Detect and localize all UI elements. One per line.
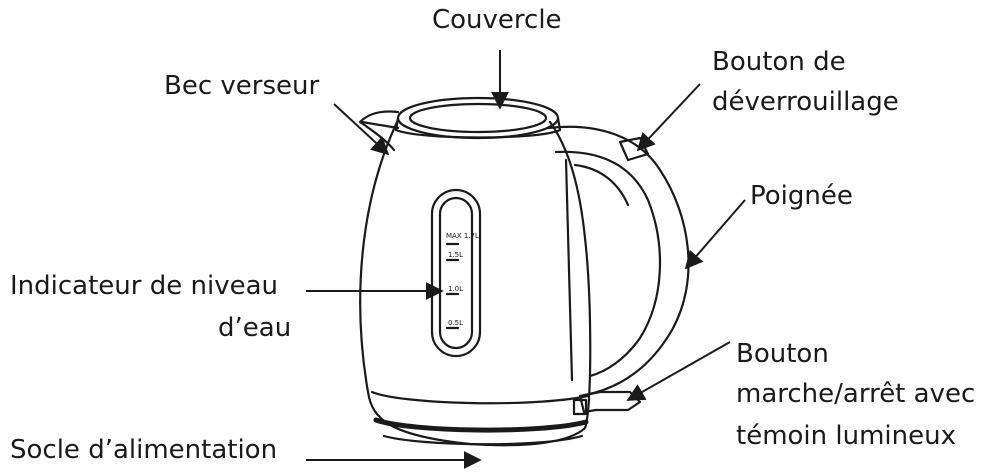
label-level-2: d’eau [218, 313, 292, 343]
gauge-mark-2: 1.0L [448, 285, 463, 293]
label-power-2: marche/arrêt avec [736, 379, 976, 409]
label-power-1: Bouton [736, 339, 829, 369]
label-level-1: Indicateur de niveau [10, 271, 278, 301]
arrow-power [626, 341, 731, 401]
label-power-3: témoin lumineux [736, 421, 956, 451]
label-base: Socle d’alimentation [10, 435, 278, 465]
gauge-mark-3: 0.5L [448, 319, 463, 327]
label-lid: Couvercle [432, 5, 562, 35]
label-release-2: déverrouillage [712, 87, 899, 117]
arrow-spout [333, 103, 390, 156]
label-release-1: Bouton de [712, 47, 846, 77]
kettle-handle [546, 125, 690, 397]
label-spout: Bec verseur [164, 71, 320, 101]
label-handle: Poignée [750, 181, 853, 211]
water-level-window [430, 188, 482, 358]
gauge-mark-max: MAX 1.7L [446, 232, 479, 240]
gauge-mark-1: 1.5L [448, 251, 463, 259]
power-base [373, 417, 589, 433]
arrow-handle [684, 199, 746, 270]
release-button [618, 136, 650, 162]
arrow-release [636, 83, 701, 152]
